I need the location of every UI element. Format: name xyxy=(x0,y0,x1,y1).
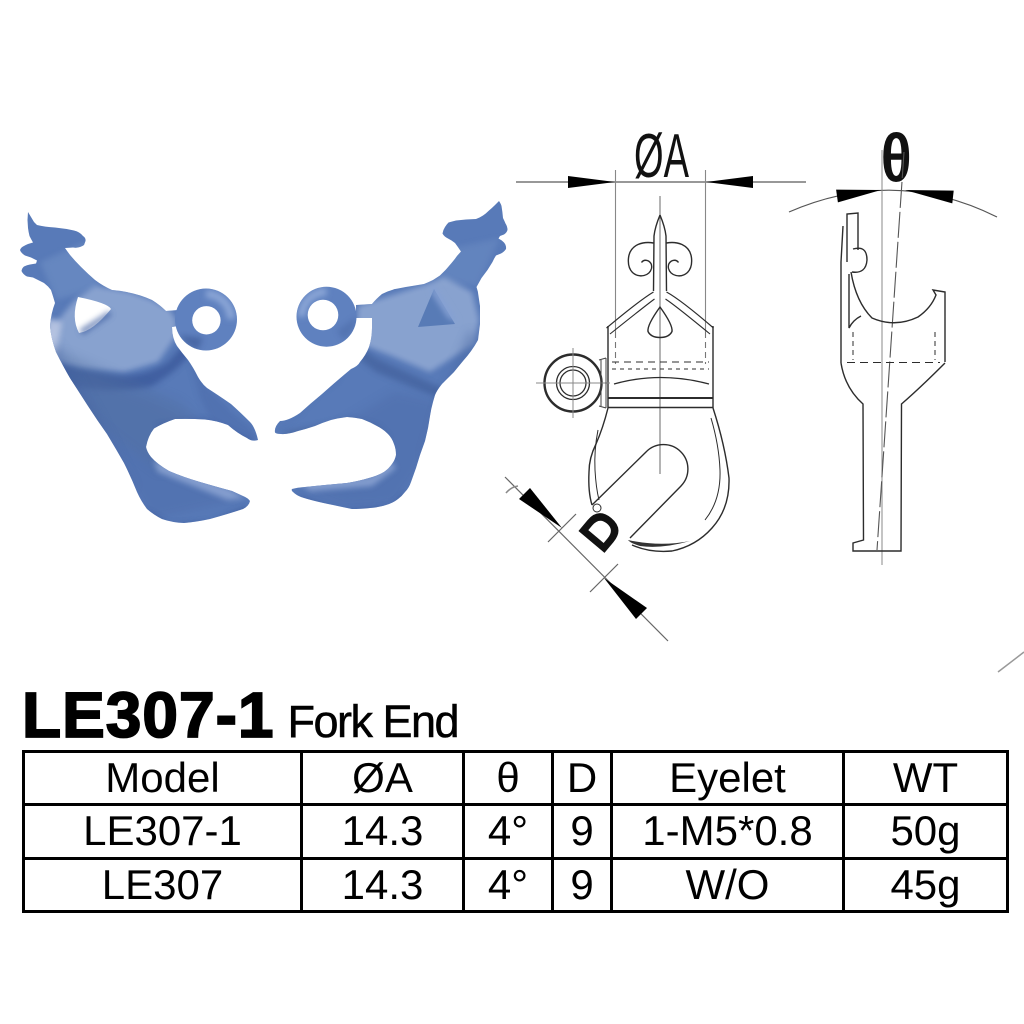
svg-text:ØA: ØA xyxy=(634,122,689,191)
svg-text:θ: θ xyxy=(881,120,912,196)
